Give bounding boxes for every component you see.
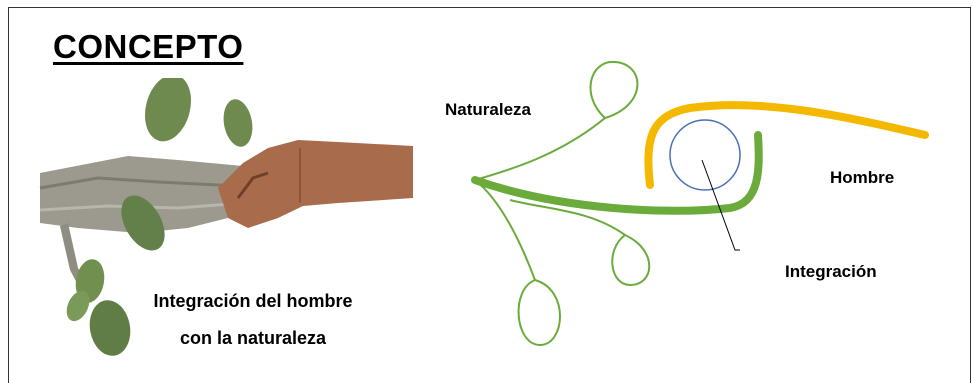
- nature-upper-branch: [475, 118, 605, 180]
- caption-line-2: con la naturaleza: [148, 320, 358, 357]
- concept-diagram: [440, 40, 960, 380]
- label-naturaleza: Naturaleza: [445, 100, 531, 120]
- caption-line-1: Integración del hombre: [148, 283, 358, 320]
- label-integracion: Integración: [785, 262, 877, 282]
- integration-circle: [670, 120, 740, 190]
- image-caption: Integración del hombre con la naturaleza: [148, 283, 358, 357]
- page-title: CONCEPTO: [53, 28, 243, 66]
- nature-mid-loop: [612, 235, 649, 285]
- label-hombre: Hombre: [830, 168, 894, 188]
- nature-upper-loop: [591, 62, 638, 118]
- nature-lower-loop: [519, 280, 560, 345]
